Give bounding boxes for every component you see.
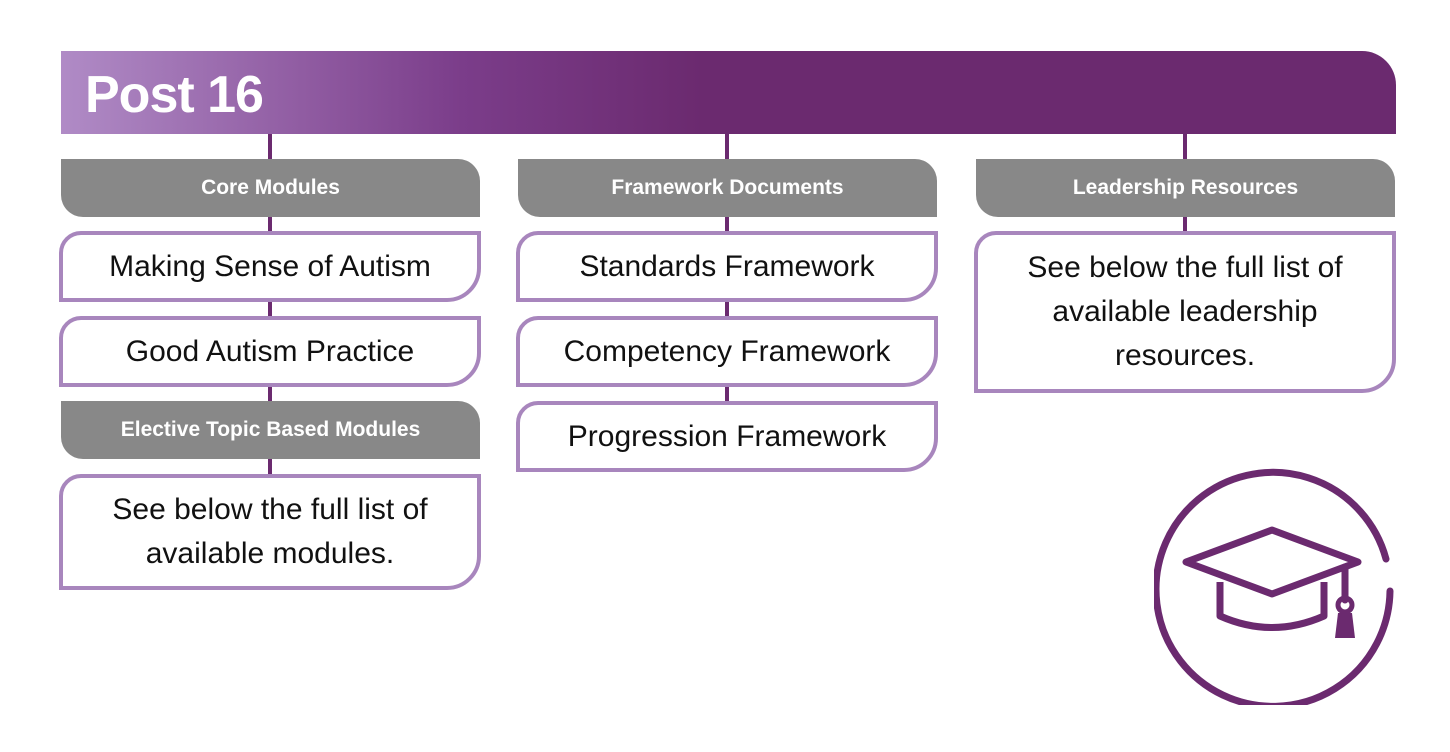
progression-framework-box: Progression Framework xyxy=(516,401,938,472)
competency-framework-box: Competency Framework xyxy=(516,316,938,387)
standards-framework-box: Standards Framework xyxy=(516,231,938,302)
title-banner: Post 16 xyxy=(61,51,1396,134)
graduation-cap-icon xyxy=(1152,463,1396,710)
making-sense-of-autism-box: Making Sense of Autism xyxy=(59,231,481,302)
framework-documents-header: Framework Documents xyxy=(518,159,937,217)
page-title: Post 16 xyxy=(85,66,264,124)
good-autism-practice-box: Good Autism Practice xyxy=(59,316,481,387)
available-modules-box: See below the full list of available mod… xyxy=(59,474,481,590)
leadership-resources-header: Leadership Resources xyxy=(976,159,1395,217)
elective-modules-header: Elective Topic Based Modules xyxy=(61,401,480,459)
core-modules-header: Core Modules xyxy=(61,159,480,217)
leadership-resources-box: See below the full list of available lea… xyxy=(974,231,1396,393)
